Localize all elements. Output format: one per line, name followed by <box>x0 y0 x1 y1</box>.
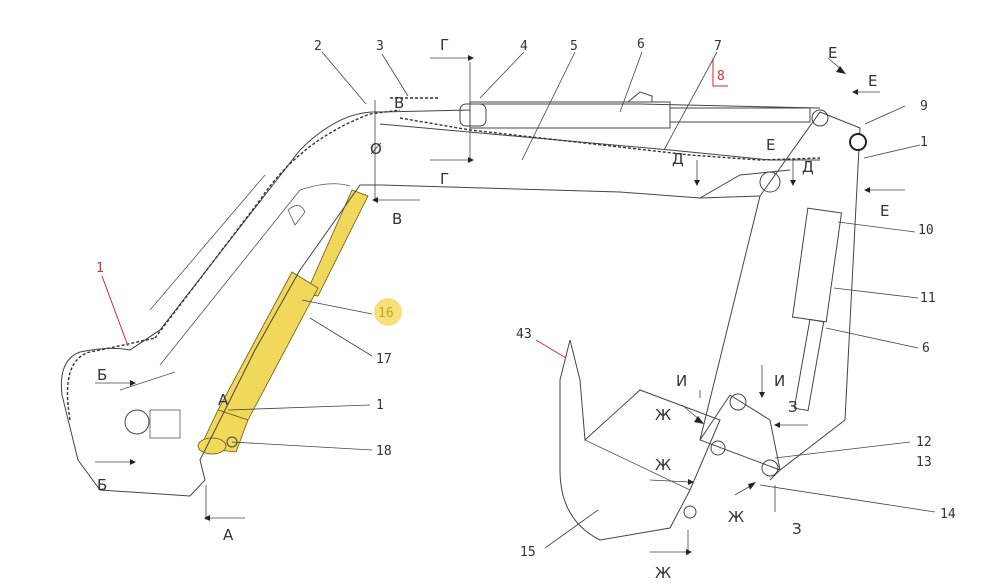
section-phi: Ø <box>370 140 382 158</box>
section-d-left: Д <box>672 150 684 168</box>
label-14: 14 <box>940 507 956 522</box>
label-2: 2 <box>314 39 322 54</box>
section-letters: Г Г В В Б Б А А Д Д Е Е Е Е И И Ж Ж Ж Ж … <box>97 36 889 582</box>
label-8: 8 <box>717 69 725 84</box>
hydraulic-hoses <box>66 97 821 421</box>
label-10: 10 <box>918 223 934 238</box>
upper-cylinder <box>459 91 811 129</box>
section-d-right: Д <box>802 158 814 176</box>
label-18: 18 <box>376 444 392 459</box>
highlighted-boom-cylinder <box>197 189 369 455</box>
section-e-1: Е <box>828 44 837 62</box>
section-zh-3: Ж <box>728 508 744 526</box>
stick-arm <box>699 109 867 471</box>
label-4: 4 <box>520 39 528 54</box>
label-1c: 1 <box>376 398 384 413</box>
boom-foot <box>124 205 306 448</box>
label-9: 9 <box>920 99 928 114</box>
section-z-1: З <box>788 398 798 416</box>
section-v-bottom: В <box>392 210 402 228</box>
label-3: 3 <box>376 39 384 54</box>
leader-lines <box>101 51 936 549</box>
section-v-top: В <box>394 94 404 112</box>
section-zh-2: Ж <box>655 456 671 474</box>
label-6b: 6 <box>922 341 930 356</box>
boom-outline <box>60 103 821 497</box>
section-b-top: Б <box>97 366 107 384</box>
part-numbers: 1 2 3 4 5 6 7 8 9 1 10 11 6 12 13 14 15 … <box>96 37 956 560</box>
section-i-1: И <box>676 372 687 390</box>
label-6a: 6 <box>637 37 645 52</box>
label-5: 5 <box>570 39 578 54</box>
section-zh-4: Ж <box>655 564 671 582</box>
section-a-bottom: А <box>223 526 234 544</box>
label-1b: 1 <box>920 135 928 150</box>
highlight-circle-16 <box>374 298 402 326</box>
label-17: 17 <box>376 352 392 367</box>
label-15: 15 <box>520 545 536 560</box>
section-e-3: Е <box>766 136 775 154</box>
section-zh-1: Ж <box>655 406 671 424</box>
label-16: 16 <box>378 306 394 321</box>
label-12: 12 <box>916 435 932 450</box>
section-a-top: А <box>218 391 229 409</box>
section-e-4: Е <box>880 202 889 220</box>
label-13: 13 <box>916 455 932 470</box>
label-7: 7 <box>714 39 722 54</box>
section-i-2: И <box>774 372 785 390</box>
bucket <box>559 339 781 541</box>
section-g-top: Г <box>440 36 449 54</box>
section-z-2: З <box>792 520 802 538</box>
section-b-bottom: Б <box>97 476 107 494</box>
section-e-2: Е <box>868 72 877 90</box>
section-markers <box>95 55 905 555</box>
section-g-bottom: Г <box>440 170 449 188</box>
label-1a: 1 <box>96 261 104 276</box>
label-11: 11 <box>920 291 936 306</box>
label-43: 43 <box>516 327 532 342</box>
